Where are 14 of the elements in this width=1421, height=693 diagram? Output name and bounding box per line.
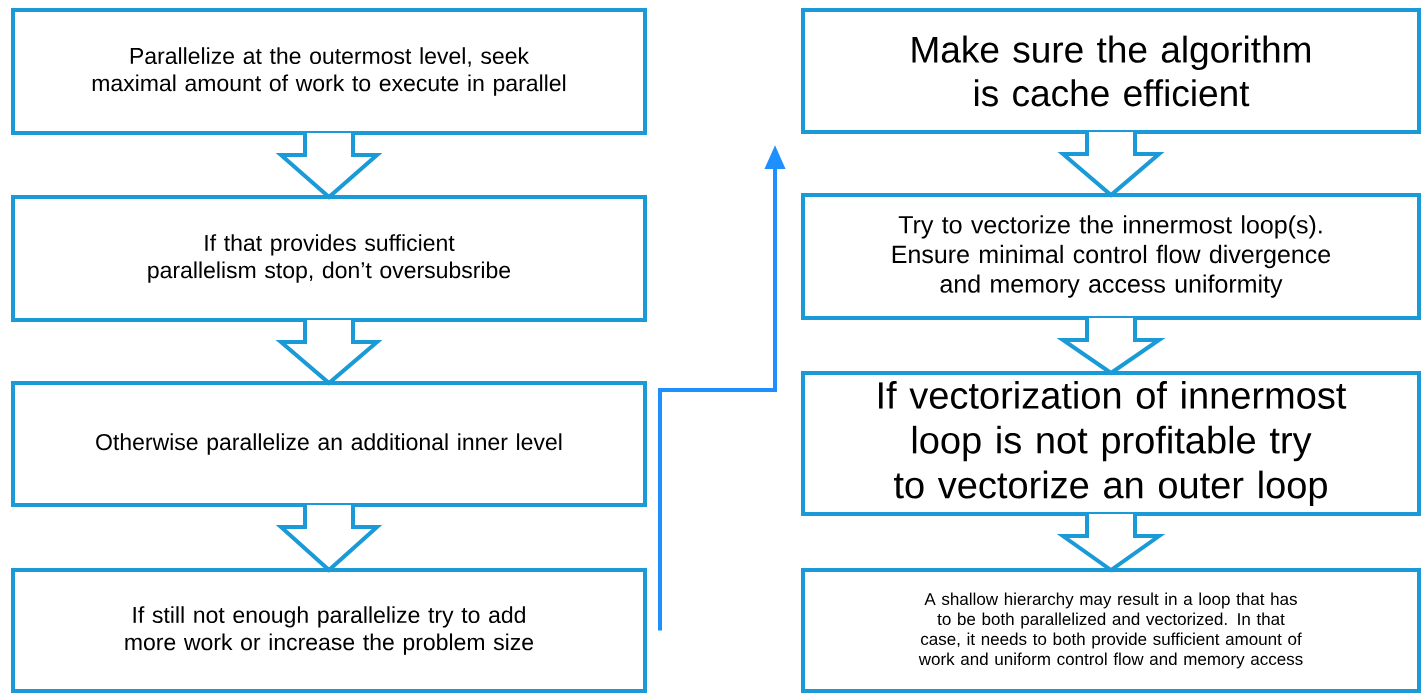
block-arrow (275, 503, 383, 573)
block-arrow (1056, 512, 1166, 573)
process-box: Otherwise parallelize an additional inner level (11, 381, 647, 507)
block-arrow (275, 131, 383, 200)
block-arrow (1056, 316, 1166, 376)
process-box: Try to vectorize the innermost loop(s). Ensure minimal control flow divergence and memory access uniformity (801, 193, 1421, 320)
process-box: Parallelize at the outermost level, seek maximal amount of work to execute in parallel (11, 8, 647, 135)
process-box: If still not enough parallelize try to add more work or increase the problem size (11, 568, 647, 693)
process-box: If vectorization of innermost loop is not profitable try to vectorize an outer loop (801, 371, 1421, 516)
process-box: A shallow hierarchy may result in a loop that has to be both parallelized and vectorized. In that case, it needs to both provide sufficient amount of work and uniform control flow and memory access (801, 568, 1421, 693)
process-box: Make sure the algorithm is cache efficient (801, 8, 1421, 134)
block-arrow (1057, 130, 1165, 198)
process-box: If that provides sufficient parallelism stop, don’t oversubsribe (11, 195, 647, 322)
block-arrow (275, 318, 383, 386)
